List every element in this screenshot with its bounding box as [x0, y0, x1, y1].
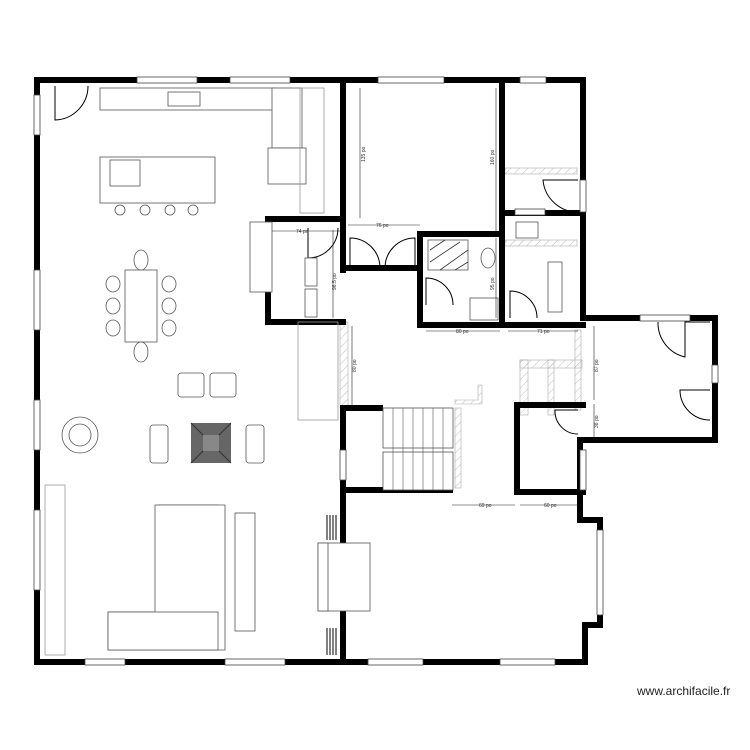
- watermark: www.archifacile.fr: [637, 684, 731, 698]
- dim-label: 80 po: [352, 359, 358, 372]
- dim-label: 76 po: [376, 223, 389, 229]
- toilet: [480, 247, 496, 269]
- media-unit: [234, 512, 256, 632]
- dim-label: 135 po: [361, 146, 367, 162]
- dim-label: 96.5 po: [332, 273, 338, 290]
- dim-label: 38 po: [594, 415, 600, 428]
- bathroom-sink: [469, 297, 499, 321]
- dimension-labels: 135 po 76 po 160 po 95 po 80 po 71 po 74…: [296, 146, 600, 509]
- armchair: [177, 372, 205, 398]
- armchair: [209, 372, 237, 398]
- bench: [44, 484, 66, 656]
- furniture: [44, 87, 563, 656]
- windows: [33, 76, 719, 666]
- sink: [167, 91, 201, 107]
- stools: [114, 204, 199, 216]
- dining-chairs: [105, 249, 177, 363]
- dim-label: 87 po: [594, 359, 600, 372]
- dining-table: [124, 269, 158, 343]
- dim-label: 160 po: [490, 149, 496, 165]
- hatched-partitions: [339, 167, 583, 489]
- radiators: [326, 515, 337, 655]
- dim-label: 69 po: [479, 503, 492, 509]
- dim-label: 80 po: [456, 329, 469, 335]
- dim-label: 95 po: [490, 277, 496, 290]
- doors: [54, 85, 711, 435]
- dim-label: 71 po: [537, 329, 550, 335]
- sink: [515, 221, 539, 239]
- staircase: [382, 407, 454, 491]
- cooktop: [109, 159, 141, 187]
- dimension-lines: [272, 88, 595, 506]
- dim-label: 74 po: [296, 229, 309, 235]
- dim-label: 60 po: [544, 503, 557, 509]
